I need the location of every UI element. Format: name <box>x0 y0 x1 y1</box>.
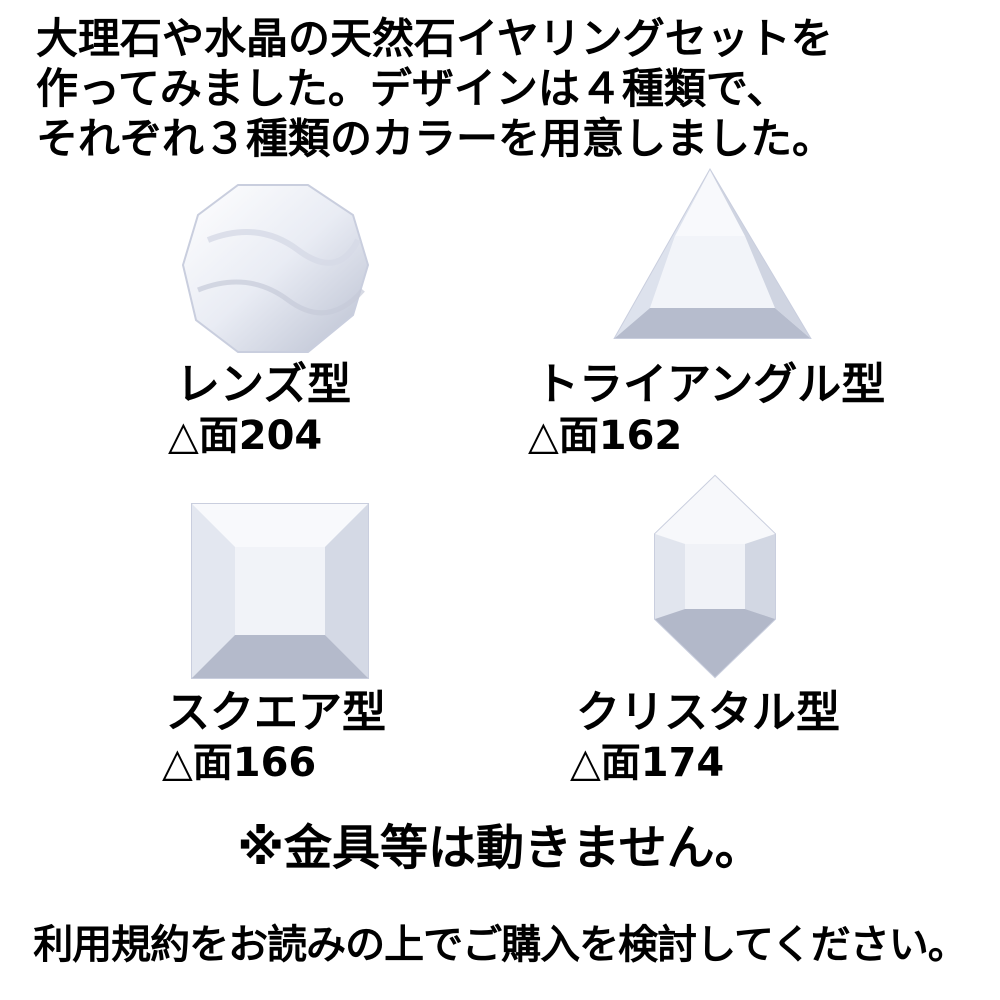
intro-line-3: それぞれ３種類のカラーを用意しました。 <box>36 114 835 163</box>
design-name-lens: レンズ型 <box>176 359 352 410</box>
hardware-notice: ※金具等は動きません。 <box>237 820 763 876</box>
intro-text: 大理石や水晶の天然石イヤリングセットを 作ってみました。デザインは４種類で、 そ… <box>36 14 986 164</box>
facet-count-triangle: △面162 <box>528 413 683 459</box>
terms-of-use-notice: 利用規約をお読みの上でご購入を検討してください。 <box>33 922 968 968</box>
design-name-triangle: トライアングル型 <box>535 359 886 410</box>
square-gem-icon <box>191 503 369 679</box>
round-lens-gem-icon <box>181 184 370 353</box>
intro-line-1: 大理石や水晶の天然石イヤリングセットを <box>36 14 833 63</box>
facet-count-crystal: △面174 <box>570 740 725 786</box>
hexagonal-crystal-gem-icon <box>654 474 776 679</box>
triangle-gem-icon <box>613 168 812 339</box>
design-name-crystal: クリスタル型 <box>576 687 840 738</box>
design-name-square: スクエア型 <box>166 687 386 738</box>
intro-line-2: 作ってみました。デザインは４種類で、 <box>36 64 789 113</box>
facet-count-square: △面166 <box>162 740 317 786</box>
facet-count-lens: △面204 <box>168 413 323 459</box>
